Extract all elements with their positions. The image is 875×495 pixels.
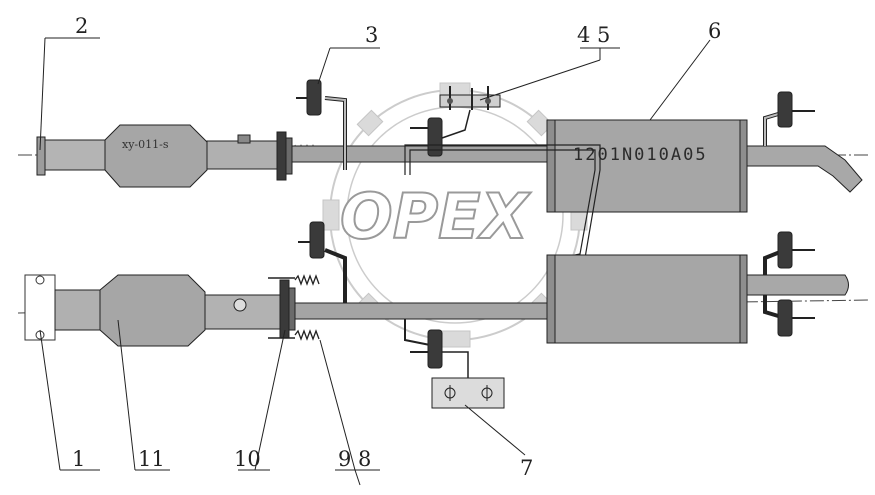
upper-inlet-pipe	[44, 139, 106, 171]
upper-muffler-marking: 1201N010A05	[573, 145, 708, 165]
leader-lines	[39, 37, 711, 486]
lower-catalytic-converter	[99, 274, 206, 347]
lower-spring-top	[294, 274, 320, 286]
bracket-7	[431, 377, 505, 409]
lower-rubber-hanger-rear-top	[777, 231, 793, 269]
callout-7: 7	[520, 456, 533, 480]
upper-joint-flange	[276, 131, 287, 181]
upper-muffler	[552, 119, 744, 213]
upper-rubber-hanger-front	[306, 79, 322, 116]
upper-rubber-hanger-mid	[427, 117, 443, 157]
lower-exhaust-assembly	[24, 221, 849, 409]
upper-exhaust-assembly: xy-011-s 1201N010A05	[36, 79, 863, 263]
upper-rubber-hanger-rear	[777, 91, 793, 128]
callout-9-8: 9 8	[338, 447, 371, 471]
callout-11: 11	[138, 447, 165, 471]
callout-1: 1	[72, 447, 85, 471]
lower-inlet-flange	[24, 274, 56, 341]
callout-2: 2	[75, 14, 88, 38]
watermark-text: OPEX	[340, 180, 531, 253]
upper-inlet-flange	[36, 136, 46, 176]
lower-muffler	[552, 254, 744, 344]
upper-catalyst-marking: xy-011-s	[122, 138, 169, 151]
lower-joint-flange	[279, 279, 290, 339]
lower-spring-bottom	[294, 329, 320, 341]
callout-4-5: 4 5	[577, 23, 610, 47]
callout-10: 10	[234, 447, 261, 471]
upper-tail-pipe	[746, 145, 863, 193]
callout-3: 3	[365, 23, 378, 47]
lower-rubber-hanger-rear-bottom	[777, 299, 793, 337]
lower-tail-pipe	[746, 274, 849, 296]
upper-catalytic-converter	[104, 124, 208, 188]
upper-mid-pipe	[206, 140, 278, 170]
callout-6: 6	[708, 19, 721, 43]
lower-rubber-hanger-mid	[427, 329, 443, 369]
lower-long-pipe	[294, 302, 554, 320]
upper-long-pipe	[291, 145, 556, 163]
lower-rubber-hanger-front	[309, 221, 325, 259]
lower-inlet-pipe	[54, 289, 101, 331]
